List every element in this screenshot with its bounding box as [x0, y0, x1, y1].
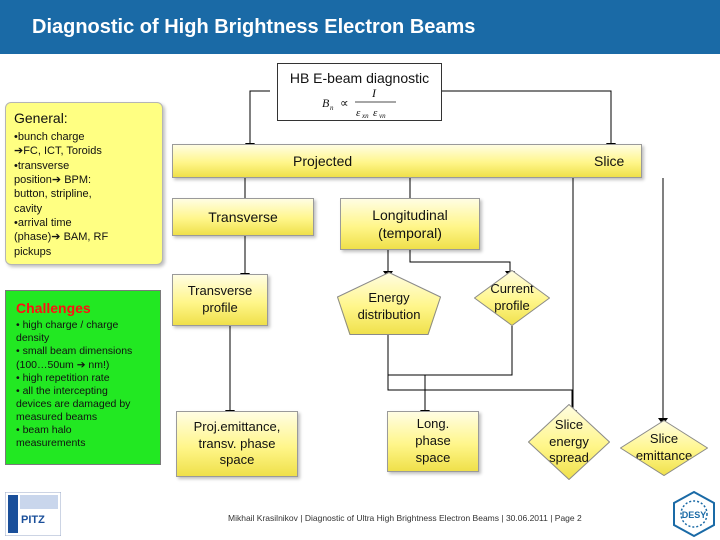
slice-energy-spread-line: energy: [549, 433, 589, 449]
node-transverse: Transverse: [172, 198, 314, 236]
formula-lhs: B: [322, 96, 330, 110]
current-profile-line: Current: [490, 281, 534, 297]
slice-emittance-line: emittance: [635, 448, 693, 463]
long-phase-space-line: space: [415, 449, 451, 465]
pitz-logo-text: PITZ: [21, 514, 45, 526]
current-profile-outline: [474, 270, 550, 326]
connector-longitudinal-current: [409, 250, 511, 271]
node-long-phase-space: Long. phase space: [387, 411, 479, 472]
formula-den-sub1: xn: [361, 112, 369, 118]
general-line: •bunch charge: [14, 131, 85, 144]
long-phase-space-line: phase: [415, 433, 451, 449]
formula-relation: ∝: [340, 96, 349, 110]
general-line: cavity: [14, 202, 43, 215]
slice-energy-spread-line: spread: [549, 450, 589, 466]
general-line: position➔ BPM:: [14, 174, 92, 187]
slice-energy-spread-line: Slice: [554, 416, 584, 432]
page-title: Diagnostic of High Brightness Electron B…: [32, 16, 476, 38]
general-line: •transverse: [14, 159, 70, 172]
longitudinal-line: (temporal): [378, 225, 442, 241]
slice-emittance-outline: [620, 420, 708, 476]
general-line: button, stripline,: [14, 188, 92, 201]
node-projected-slice-bar: Projected Slice: [172, 144, 642, 178]
challenges-title: Challenges: [16, 300, 91, 316]
energy-distribution-line: Energy: [368, 289, 410, 305]
formula-den-sub2: yn: [378, 112, 386, 118]
node-proj-emittance: Proj.emittance, transv. phase space: [176, 411, 298, 477]
challenges-line: • small beam dimensions: [16, 345, 133, 358]
general-line: (phase)➔ BAM, RF: [14, 231, 109, 244]
node-transverse-profile: Transverse profile: [172, 274, 268, 326]
brightness-formula: B n ∝ I ε xn ε yn: [322, 86, 396, 118]
node-longitudinal: Longitudinal (temporal): [340, 198, 480, 250]
footer-text: Mikhail Krasilnikov | Diagnostic of Ultr…: [228, 513, 582, 523]
longitudinal-line: Longitudinal: [372, 206, 448, 223]
connector-energy-slicespread: [387, 375, 573, 410]
challenges-line: density: [16, 332, 50, 345]
slice-emittance-line: Slice: [649, 431, 679, 447]
challenges-line: measurements: [16, 437, 86, 450]
proj-emittance-line: transv. phase: [198, 435, 276, 451]
desy-logo: DESY: [673, 490, 715, 538]
connector-root-projected: [249, 90, 270, 143]
general-title: General:: [14, 110, 68, 126]
challenges-line: • high repetition rate: [16, 371, 110, 384]
formula-denominator2: ε: [373, 107, 378, 118]
challenges-line: (100…50um ➔ nm!): [16, 358, 110, 371]
proj-emittance-line: Proj.emittance,: [193, 418, 281, 434]
connector-energy-longphase: [387, 335, 426, 410]
slice-energy-spread-outline: [528, 404, 610, 480]
general-line: ➔FC, ICT, Toroids: [14, 145, 102, 158]
long-phase-space-line: Long.: [416, 416, 450, 432]
formula-lhs-sub: n: [330, 104, 334, 112]
root-node-hb-ebeam-diagnostic: HB E-beam diagnostic B n ∝ I ε xn ε yn: [277, 63, 442, 121]
current-profile-line: profile: [494, 298, 530, 313]
transverse-profile-line: Transverse: [187, 283, 253, 299]
general-line: •arrival time: [14, 216, 72, 229]
root-node-title: HB E-beam diagnostic: [289, 70, 430, 86]
energy-distribution-line: distribution: [357, 306, 421, 322]
pitz-logo: PITZ: [5, 492, 61, 536]
formula-denominator: ε: [356, 107, 361, 118]
challenges-line: • all the intercepting: [16, 384, 108, 397]
connector-current-longphase: [425, 325, 513, 376]
energy-distribution-outline: [337, 272, 441, 335]
challenges-box: Challenges • high charge / charge densit…: [5, 290, 161, 465]
transverse-profile-line: profile: [202, 300, 238, 315]
challenges-line: • high charge / charge: [16, 319, 119, 332]
proj-emittance-line: space: [219, 452, 255, 468]
challenges-line: devices are damaged by: [16, 397, 131, 410]
formula-numerator: I: [371, 86, 377, 100]
challenges-line: • beam halo: [16, 424, 72, 437]
connector-root-slice: [442, 90, 612, 143]
node-projected: Projected: [293, 153, 353, 169]
node-slice: Slice: [594, 153, 625, 169]
desy-logo-text: DESY: [682, 510, 707, 520]
challenges-line: measured beams: [16, 411, 98, 424]
general-info-box: General: •bunch charge ➔FC, ICT, Toroids…: [5, 102, 163, 265]
general-line: pickups: [14, 245, 52, 258]
header-bar: Diagnostic of High Brightness Electron B…: [0, 0, 720, 54]
